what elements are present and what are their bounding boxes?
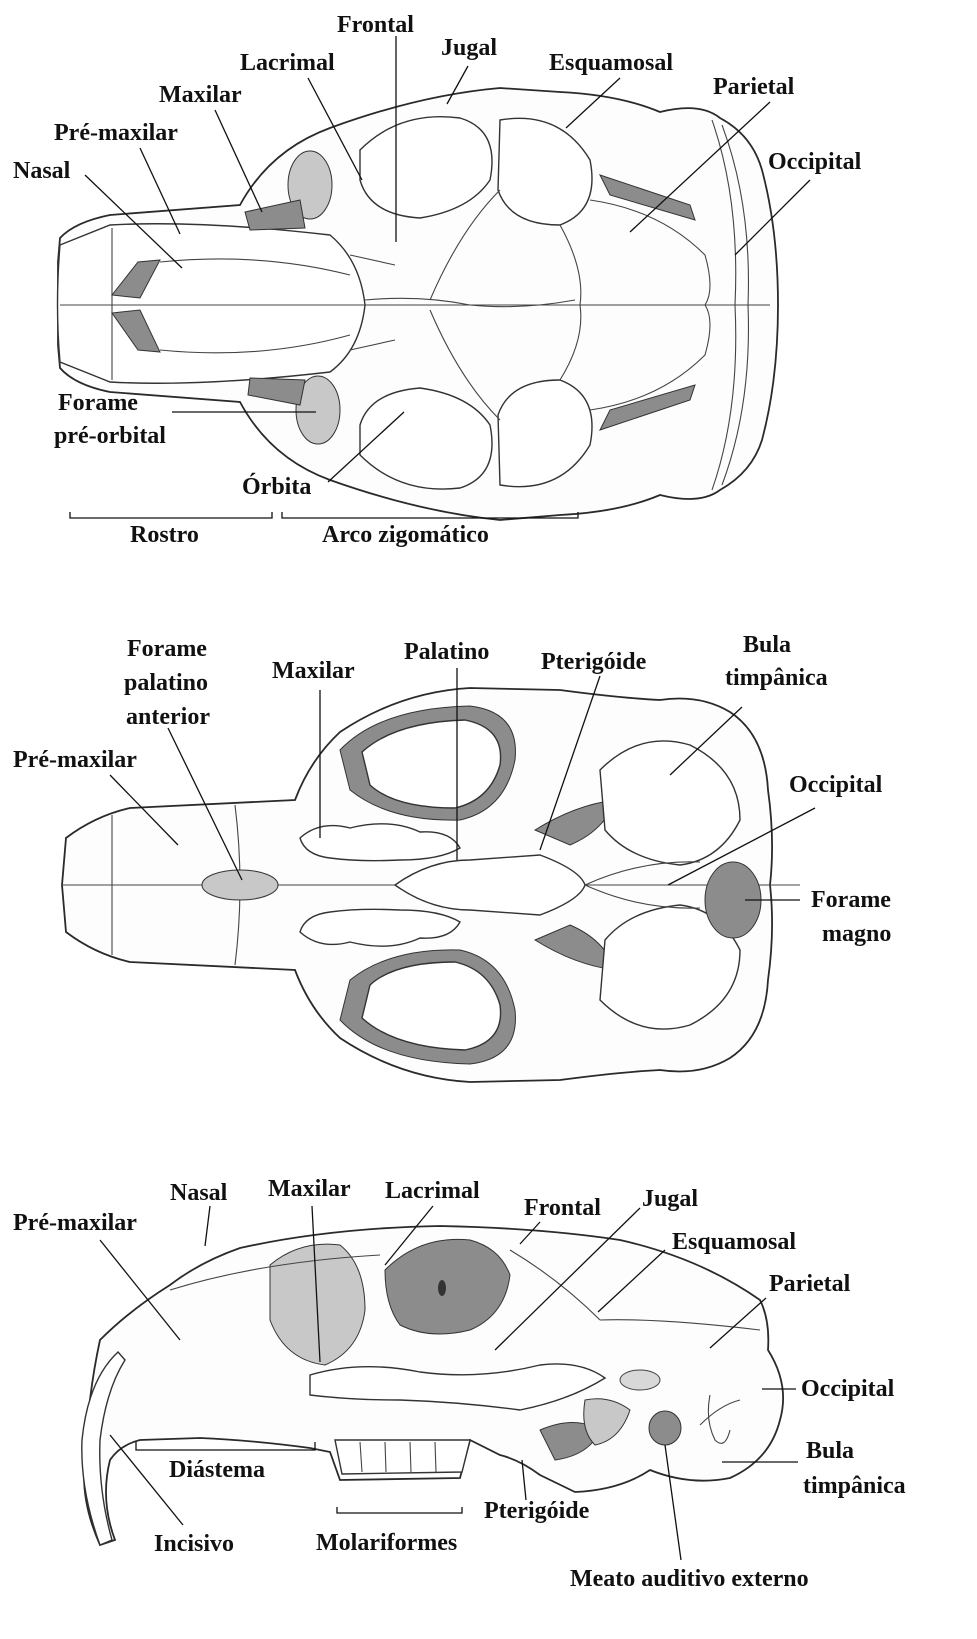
label-lateral-occipital: Occipital xyxy=(801,1376,895,1402)
label-dorsal-orbita: Órbita xyxy=(242,473,311,500)
lateral-molariform-row xyxy=(335,1440,470,1474)
label-ventral-bula-1: Bula xyxy=(743,632,791,658)
label-lateral-meato: Meato auditivo externo xyxy=(570,1566,809,1592)
label-dorsal-rostro: Rostro xyxy=(130,522,199,548)
label-lateral-esquamosal: Esquamosal xyxy=(672,1229,796,1255)
label-dorsal-arco: Arco zigomático xyxy=(322,522,489,548)
label-lateral-bula-1: Bula xyxy=(806,1438,854,1464)
label-dorsal-maxilar: Maxilar xyxy=(159,82,242,108)
label-ventral-occipital: Occipital xyxy=(789,772,883,798)
label-lateral-bula-2: timpânica xyxy=(803,1473,906,1499)
lateral-view xyxy=(82,1226,783,1545)
label-ventral-forame-magno-1: Forame xyxy=(811,887,891,913)
label-ventral-maxilar: Maxilar xyxy=(272,658,355,684)
label-dorsal-esquamosal: Esquamosal xyxy=(549,50,673,76)
bracket-rostro xyxy=(70,512,272,518)
label-dorsal-pre-maxilar: Pré-maxilar xyxy=(54,120,178,146)
label-lateral-pterigoide: Pterigóide xyxy=(484,1498,590,1524)
label-ventral-palatino: Palatino xyxy=(404,639,489,665)
ventral-view xyxy=(62,688,800,1082)
label-ventral-bula-2: timpânica xyxy=(725,665,828,691)
label-lateral-parietal: Parietal xyxy=(769,1271,851,1297)
label-dorsal-forame-2: pré-orbital xyxy=(54,423,166,449)
label-lateral-frontal: Frontal xyxy=(524,1195,601,1221)
label-lateral-jugal: Jugal xyxy=(642,1186,698,1212)
label-lateral-nasal: Nasal xyxy=(170,1180,228,1206)
label-dorsal-lacrimal: Lacrimal xyxy=(240,50,335,76)
dorsal-nasal-bone xyxy=(58,224,366,384)
label-lateral-molariformes: Molariformes xyxy=(316,1530,457,1556)
label-dorsal-parietal: Parietal xyxy=(713,74,795,100)
label-ventral-forame-2: palatino xyxy=(124,670,208,696)
label-lateral-maxilar: Maxilar xyxy=(268,1176,351,1202)
label-ventral-forame-1: Forame xyxy=(127,636,207,662)
lateral-ear-meatus xyxy=(649,1411,681,1445)
label-dorsal-forame-1: Forame xyxy=(58,390,138,416)
label-dorsal-occipital: Occipital xyxy=(768,149,862,175)
dorsal-view xyxy=(58,88,779,520)
label-ventral-pre-maxilar: Pré-maxilar xyxy=(13,747,137,773)
label-lateral-pre-maxilar: Pré-maxilar xyxy=(13,1210,137,1236)
label-dorsal-jugal: Jugal xyxy=(441,35,497,61)
label-lateral-incisivo: Incisivo xyxy=(154,1531,234,1557)
bracket-molariformes xyxy=(337,1507,462,1513)
label-dorsal-nasal: Nasal xyxy=(13,158,71,184)
label-ventral-forame-magno-2: magno xyxy=(822,921,891,947)
label-ventral-forame-3: anterior xyxy=(126,704,210,730)
label-dorsal-frontal: Frontal xyxy=(337,12,414,38)
label-lateral-diastema: Diástema xyxy=(169,1457,265,1483)
label-lateral-lacrimal: Lacrimal xyxy=(385,1178,480,1204)
label-ventral-pterigoide: Pterigóide xyxy=(541,649,647,675)
